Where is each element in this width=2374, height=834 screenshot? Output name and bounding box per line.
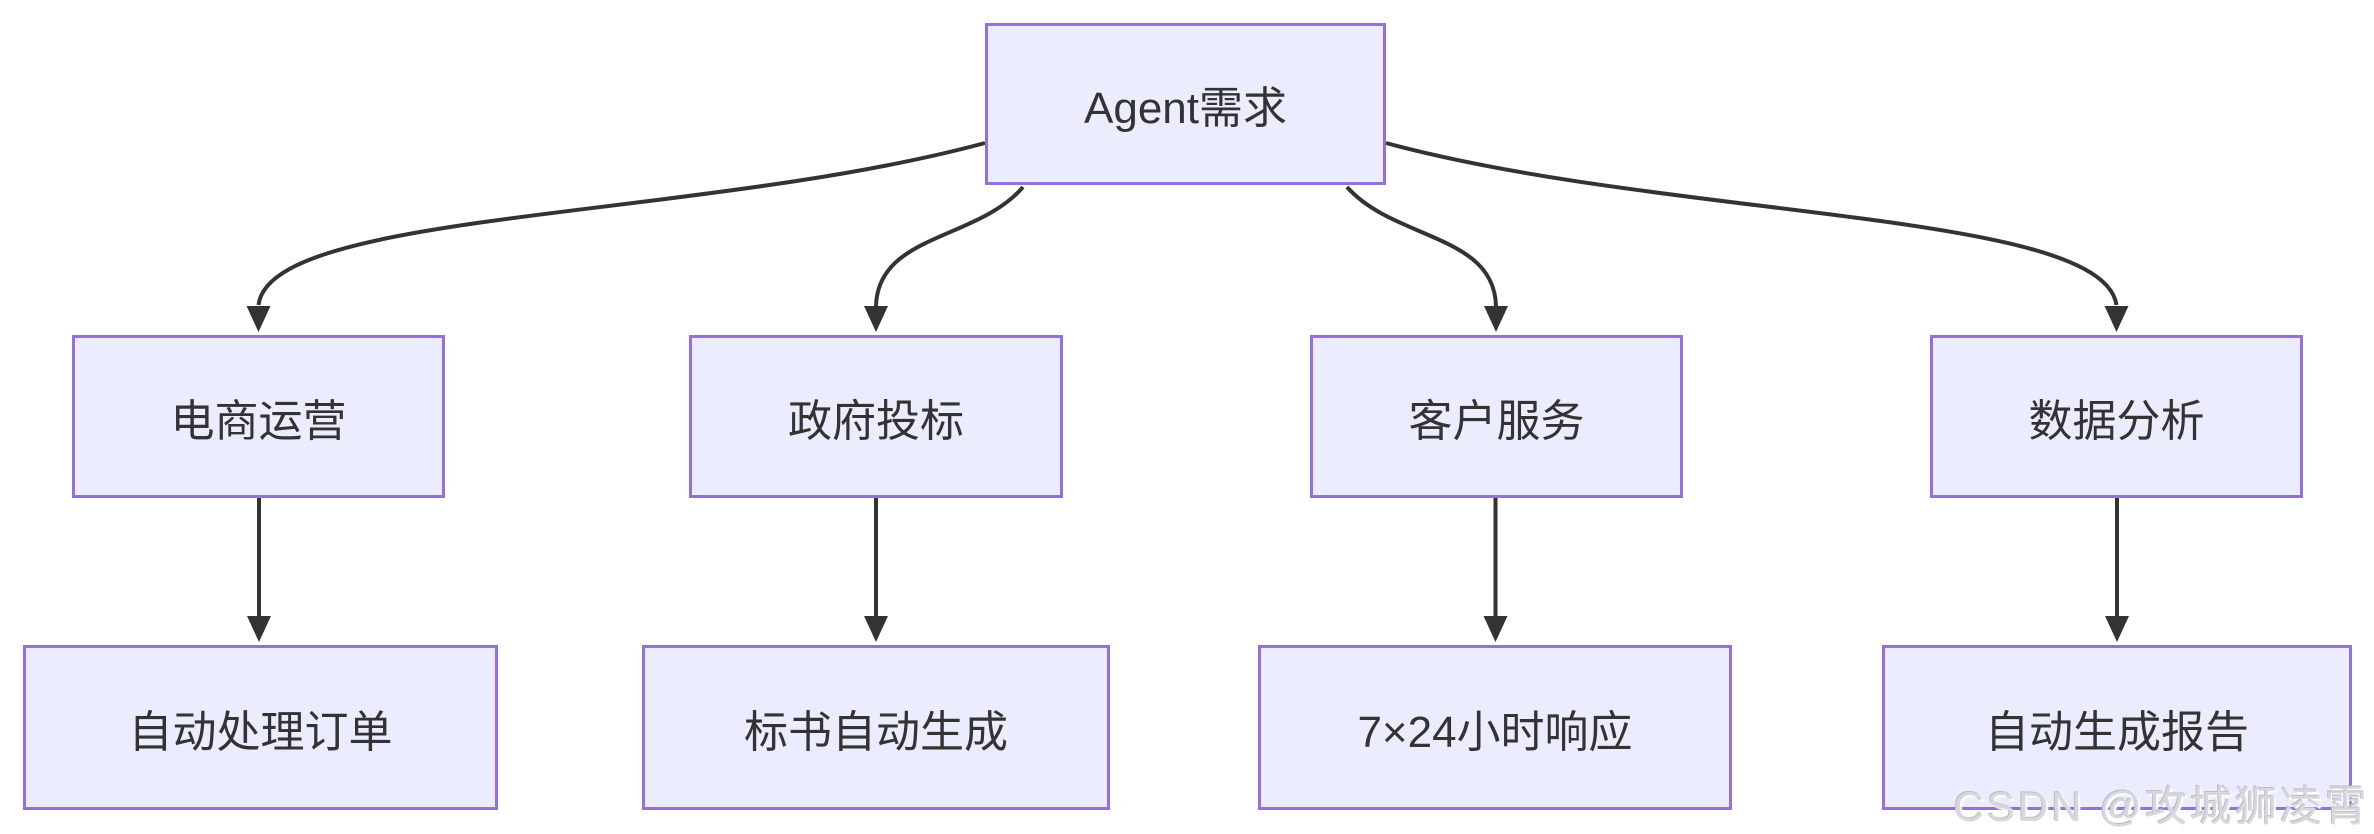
arrowhead-ecommerce (246, 306, 271, 332)
node-agent-demand: Agent需求 (985, 23, 1386, 185)
node-ecommerce-operations-label: 电商运营 (170, 396, 347, 446)
arrowhead-orders (247, 616, 271, 642)
node-customer-service-label: 客户服务 (1408, 396, 1585, 446)
node-auto-process-orders-label: 自动处理订单 (128, 707, 393, 757)
edge-agent-to-data-analysis (1385, 141, 2119, 306)
node-auto-generate-report-label: 自动生成报告 (1985, 707, 2249, 757)
arrowhead-bids (864, 616, 888, 642)
node-7x24-response-label: 7×24小时响应 (1357, 707, 1633, 757)
node-customer-service: 客户服务 (1310, 335, 1683, 498)
edge-agent-to-ecommerce (256, 141, 986, 306)
node-auto-generate-report: 自动生成报告 (1882, 645, 2352, 810)
node-data-analysis: 数据分析 (1930, 335, 2303, 498)
arrowhead-government (864, 306, 888, 332)
arrowhead-report (2105, 616, 2129, 642)
node-data-analysis-label: 数据分析 (2028, 396, 2205, 446)
arrowhead-response (1483, 616, 1508, 642)
edge-agent-to-government (874, 185, 1025, 307)
node-agent-demand-label: Agent需求 (1084, 84, 1287, 133)
csdn-watermark: CSDN @攻城狮凌霄 (1953, 783, 2370, 830)
node-government-bidding-label: 政府投标 (788, 396, 964, 446)
node-bid-auto-generation: 标书自动生成 (642, 645, 1110, 810)
node-7x24-response: 7×24小时响应 (1258, 645, 1732, 810)
arrowhead-customer-service (1484, 306, 1508, 332)
node-government-bidding: 政府投标 (689, 335, 1063, 498)
arrowhead-data-analysis (2104, 306, 2129, 332)
edge-agent-to-customer-service (1345, 185, 1498, 307)
node-bid-auto-generation-label: 标书自动生成 (744, 707, 1008, 757)
node-auto-process-orders: 自动处理订单 (23, 645, 498, 810)
node-ecommerce-operations: 电商运营 (72, 335, 445, 498)
